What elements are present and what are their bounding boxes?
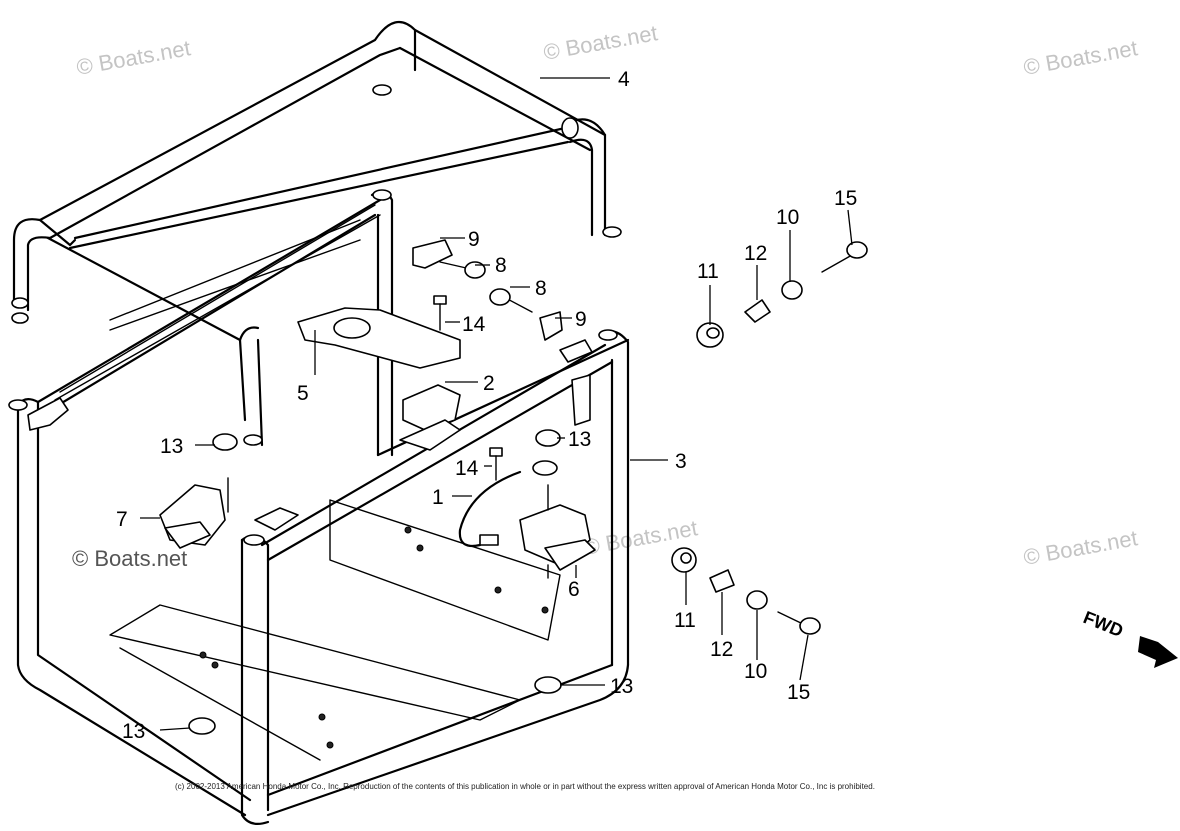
ground-cable-1	[458, 460, 558, 548]
clip-9-lower	[539, 311, 563, 341]
clip-9-upper	[412, 239, 453, 269]
watermark: © Boats.net	[75, 35, 193, 80]
callout-label: 4	[618, 68, 630, 91]
callout-label: 11	[697, 260, 719, 283]
callout-label: 7	[116, 508, 128, 531]
callout-label: 6	[568, 578, 580, 601]
callout-label: 13	[568, 428, 591, 451]
callout-label: 1	[432, 486, 444, 509]
callout-label: 11	[674, 609, 696, 632]
rubber-mount-7	[159, 477, 229, 549]
forward-direction-indicator: FWD	[1081, 607, 1178, 668]
watermark: © Boats.net	[72, 546, 187, 571]
washer-10-upper	[781, 280, 803, 300]
callout-label: 12	[710, 638, 733, 661]
callout-label: 13	[160, 435, 183, 458]
copyright-notice: (c) 2002-2013 American Honda Motor Co., …	[175, 782, 875, 791]
nut-13	[534, 676, 562, 694]
callout-label: 8	[495, 254, 507, 277]
callout-label: 10	[744, 660, 767, 683]
forward-arrow-icon	[1138, 636, 1178, 668]
leader-lines	[140, 77, 853, 731]
bolt-15-upper	[821, 241, 868, 273]
bracket-2	[399, 384, 461, 451]
collar-12-lower	[709, 569, 735, 593]
watermarks: © Boats.net © Boats.net © Boats.net © Bo…	[72, 20, 1139, 571]
bolt-14-lower	[489, 447, 503, 481]
callout-label: 13	[610, 675, 633, 698]
nut-13	[212, 433, 238, 451]
main-frame	[8, 189, 630, 825]
watermark: © Boats.net	[542, 20, 660, 65]
mount-bracket-5	[297, 307, 461, 369]
callouts: 4 9 8 8 14 9 5 2 13 13 3 14 1 7 6 11 12 …	[116, 68, 857, 743]
bolt-14-upper	[433, 295, 447, 331]
fwd-label: FWD	[1081, 607, 1126, 641]
callout-label: 13	[122, 720, 145, 743]
upper-handle-frame	[11, 20, 622, 447]
callout-label: 12	[744, 242, 767, 265]
callout-label: 15	[787, 681, 810, 704]
grommet-11-lower	[671, 547, 697, 573]
nut-13	[188, 717, 216, 735]
callout-label: 5	[297, 382, 309, 405]
nut-13	[535, 429, 561, 447]
callout-label: 3	[675, 450, 687, 473]
callout-label: 15	[834, 187, 857, 210]
callout-label: 14	[455, 457, 479, 480]
watermark: © Boats.net	[1022, 525, 1140, 570]
bolt-15-lower	[777, 611, 821, 635]
callout-label: 2	[483, 372, 495, 395]
callout-label: 10	[776, 206, 799, 229]
grommet-11-upper	[696, 322, 724, 348]
collar-12-upper	[744, 299, 771, 323]
bolt-8-lower	[489, 288, 533, 313]
bolt-8-upper	[439, 261, 486, 279]
callout-label: 9	[468, 228, 480, 251]
washer-10-lower	[746, 590, 768, 610]
callout-label: 9	[575, 308, 587, 331]
rubber-mount-6	[519, 484, 596, 579]
callout-label: 8	[535, 277, 547, 300]
callout-label: 14	[462, 313, 486, 336]
watermark: © Boats.net	[1022, 35, 1140, 80]
